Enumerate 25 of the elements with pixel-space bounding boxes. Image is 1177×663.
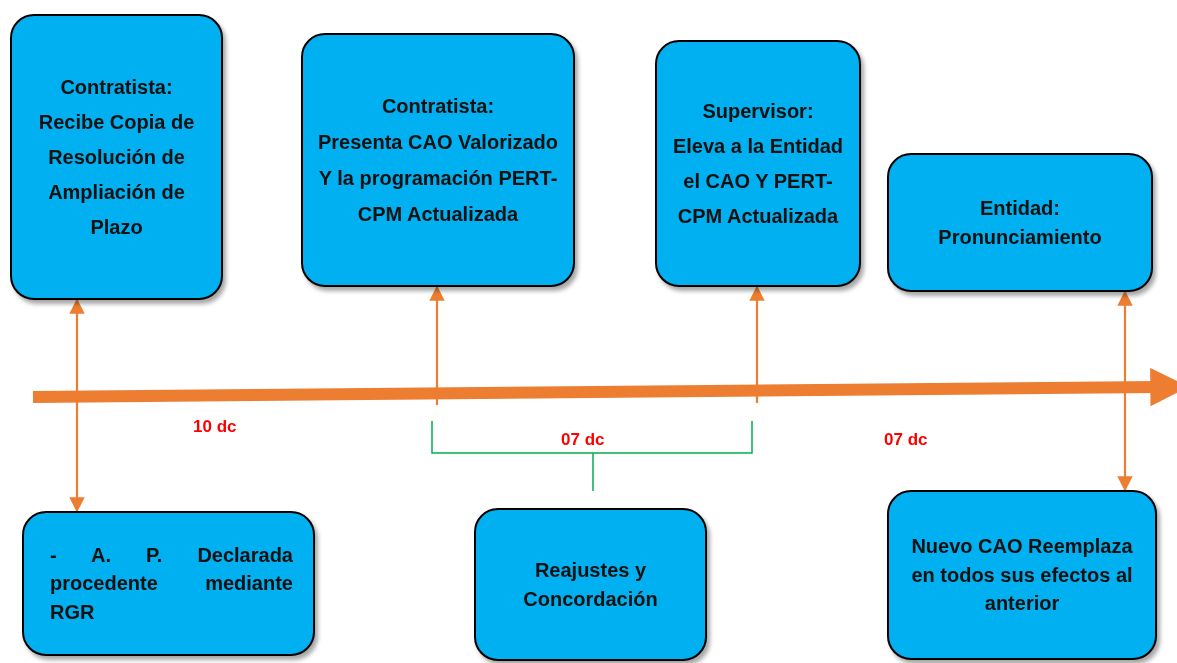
box-text: Reajustes y Concordación [522,558,659,612]
arrow [1117,290,1133,492]
box-heading: Entidad: [980,196,1060,222]
box-text: Presenta CAO Valorizado Y la programación PERT-CPM Actualizada [316,130,560,227]
box-text: - A. P. Declarada procedente mediante RGR [50,542,293,625]
process-box [10,14,223,300]
process-box [887,490,1157,660]
process-box [301,33,575,287]
duration-label: 07 dc [561,430,605,450]
process-box [474,508,707,661]
box-text: Eleva a la Entidad el CAO Y PERT-CPM Actualizada [671,133,845,229]
duration-label: 07 dc [884,430,928,450]
process-box [655,40,861,287]
box-heading: Contratista: [381,94,495,119]
process-box [887,153,1153,292]
box-text: Nuevo CAO Reemplaza en todos sus efectos al anterior [910,534,1134,617]
box-heading: Supervisor: [702,98,814,124]
arrow [429,285,445,405]
process-box [22,511,315,656]
arrow [749,285,765,403]
box-heading: Contratista: [60,74,173,100]
box-text: Recibe Copia de Resolución de Ampliación de Plazo [37,109,196,240]
duration-label: 10 dc [193,417,237,437]
box-text: Pronunciamiento [938,224,1102,250]
arrow [69,298,85,513]
